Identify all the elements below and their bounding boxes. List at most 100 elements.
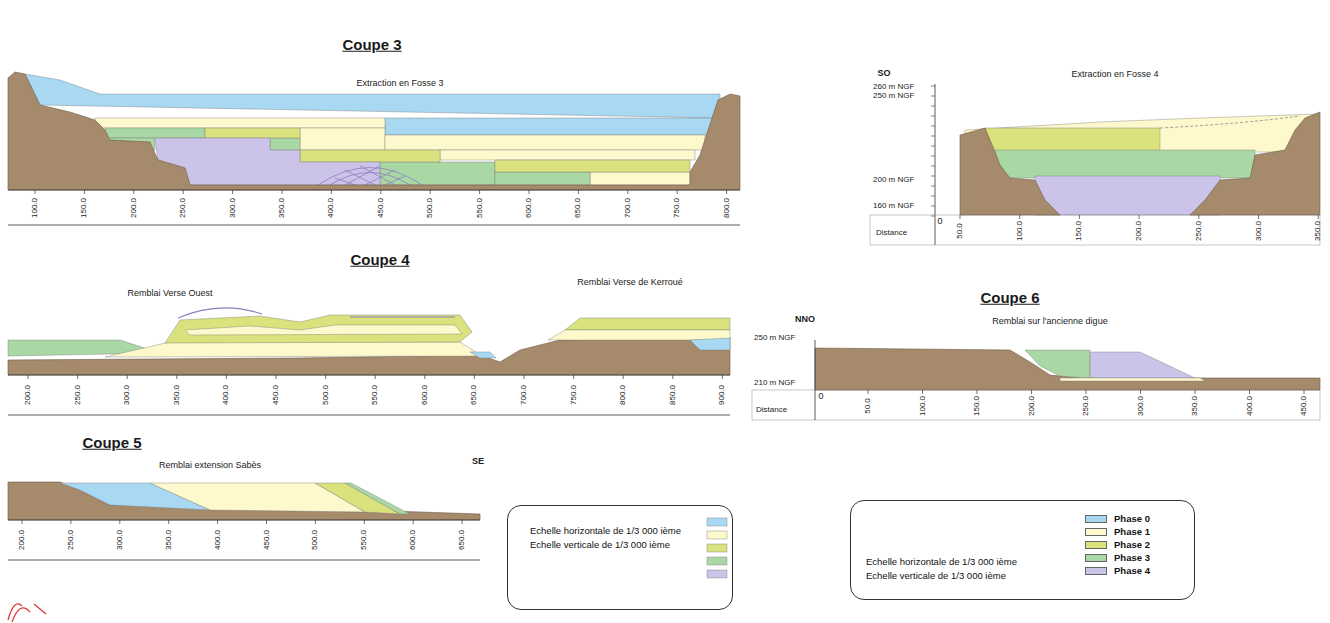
phase-swatch bbox=[707, 531, 727, 539]
axis-tick bbox=[931, 176, 935, 177]
legend-swatch bbox=[1085, 541, 1107, 549]
section-coupe-6 bbox=[752, 340, 1320, 420]
axis-value: 250.0 bbox=[1194, 221, 1203, 241]
axis-value: 850.0 bbox=[668, 385, 677, 405]
axis-tick bbox=[1195, 390, 1196, 394]
legend-row: Phase 3 bbox=[1085, 551, 1150, 564]
scale-note: Echelle horizontale de 1/3 000 ième bbox=[866, 555, 1017, 569]
phase-layer bbox=[470, 352, 496, 358]
axis-tick bbox=[1140, 390, 1141, 394]
phase-layer bbox=[1025, 350, 1090, 378]
axis-value: 500.0 bbox=[321, 385, 330, 405]
axis-value: 400.0 bbox=[327, 198, 336, 218]
legend-text: Phase 4 bbox=[1114, 565, 1150, 576]
axis-tick bbox=[315, 520, 316, 524]
axis-tick bbox=[931, 216, 935, 217]
axis-tick bbox=[931, 106, 935, 107]
phase-layer bbox=[300, 150, 440, 162]
axis-tick bbox=[931, 196, 935, 197]
red-mark bbox=[8, 604, 46, 622]
axis-line bbox=[8, 560, 480, 561]
axis-value: 550.0 bbox=[360, 530, 369, 550]
ground bbox=[8, 482, 480, 520]
axis-value: 50.0 bbox=[956, 223, 965, 239]
axis-tick bbox=[1079, 215, 1080, 219]
section-label: Remblai Verse de Kerroué bbox=[577, 278, 683, 288]
phase-layer bbox=[495, 172, 590, 185]
axis-tick bbox=[1139, 215, 1140, 219]
section-label: Remblai Verse Ouest bbox=[127, 289, 212, 299]
axis-line bbox=[815, 340, 816, 420]
section-label: 0 bbox=[818, 392, 823, 402]
phase-layer bbox=[165, 315, 472, 343]
ground bbox=[8, 72, 740, 190]
axis-tick bbox=[119, 520, 120, 524]
axis-value: 700.0 bbox=[623, 198, 632, 218]
phase-layer bbox=[965, 114, 1318, 152]
phase-swatch bbox=[707, 544, 727, 552]
axis-tick bbox=[474, 375, 475, 379]
axis-ticks bbox=[22, 86, 1318, 524]
axis-value: 400.0 bbox=[213, 530, 222, 550]
axis-tick bbox=[35, 190, 36, 194]
axis-tick bbox=[672, 375, 673, 379]
axis-value: 250.0 bbox=[1082, 396, 1091, 416]
phase-layer bbox=[25, 74, 720, 118]
phase-layer bbox=[590, 172, 690, 185]
phase-layer bbox=[205, 128, 300, 138]
hatched-line bbox=[178, 308, 455, 318]
dashed-line bbox=[1160, 116, 1300, 128]
phase-layer bbox=[1060, 378, 1205, 381]
axis-tick bbox=[133, 190, 134, 194]
axis-tick bbox=[77, 375, 78, 379]
axis-value: 150.0 bbox=[80, 198, 89, 218]
section-label: Distance bbox=[876, 229, 907, 238]
axis-value: 150.0 bbox=[1075, 221, 1084, 241]
axis-tick bbox=[413, 520, 414, 524]
phase-layer bbox=[155, 138, 380, 185]
phase-layer bbox=[105, 128, 205, 138]
axis-value: 450.0 bbox=[1300, 396, 1309, 416]
axis-tick bbox=[578, 190, 579, 194]
axis-tick bbox=[1031, 390, 1032, 394]
section-fosse-4 bbox=[870, 84, 1320, 245]
axis-tick bbox=[977, 390, 978, 394]
phase-layer bbox=[690, 338, 730, 350]
swatch-column bbox=[706, 516, 730, 586]
axis-value: 200.0 bbox=[129, 198, 138, 218]
section-title: Coupe 5 bbox=[82, 435, 141, 452]
section-label: Extraction en Fosse 3 bbox=[356, 79, 443, 89]
legend-row: Phase 1 bbox=[1085, 525, 1150, 538]
axis-value: 650.0 bbox=[574, 198, 583, 218]
axis-value: 500.0 bbox=[426, 198, 435, 218]
axis-value: 400.0 bbox=[222, 385, 231, 405]
axis-value: 800.0 bbox=[619, 385, 628, 405]
axis-tick bbox=[226, 375, 227, 379]
axis-value: 350.0 bbox=[172, 385, 181, 405]
axis-tick bbox=[722, 375, 723, 379]
section-label: Remblai sur l'ancienne digue bbox=[992, 317, 1107, 327]
ground bbox=[8, 338, 730, 375]
axis-tick bbox=[168, 520, 169, 524]
section-title: Coupe 4 bbox=[350, 252, 409, 269]
axis-value: 650.0 bbox=[470, 385, 479, 405]
axis-tick bbox=[1198, 215, 1199, 219]
axis-tick bbox=[282, 190, 283, 194]
axis-box bbox=[752, 390, 1320, 420]
phase-layer bbox=[345, 483, 410, 514]
axis-value: 200.0 bbox=[24, 385, 33, 405]
axis-value: 350.0 bbox=[278, 198, 287, 218]
axis-tick bbox=[931, 96, 935, 97]
axis-value: 150.0 bbox=[973, 396, 982, 416]
axis-tick bbox=[266, 520, 267, 524]
axis-value: 350.0 bbox=[1314, 221, 1323, 241]
phase-layer bbox=[565, 318, 730, 330]
legend-row: Phase 2 bbox=[1085, 538, 1150, 551]
axis-tick bbox=[1318, 215, 1319, 219]
phase-layer bbox=[495, 160, 690, 172]
legend-text: Phase 1 bbox=[1114, 526, 1150, 537]
axis-tick bbox=[931, 136, 935, 137]
section-title: Coupe 3 bbox=[342, 37, 401, 54]
ground bbox=[960, 128, 1060, 215]
legend-row: Phase 4 bbox=[1085, 564, 1150, 577]
